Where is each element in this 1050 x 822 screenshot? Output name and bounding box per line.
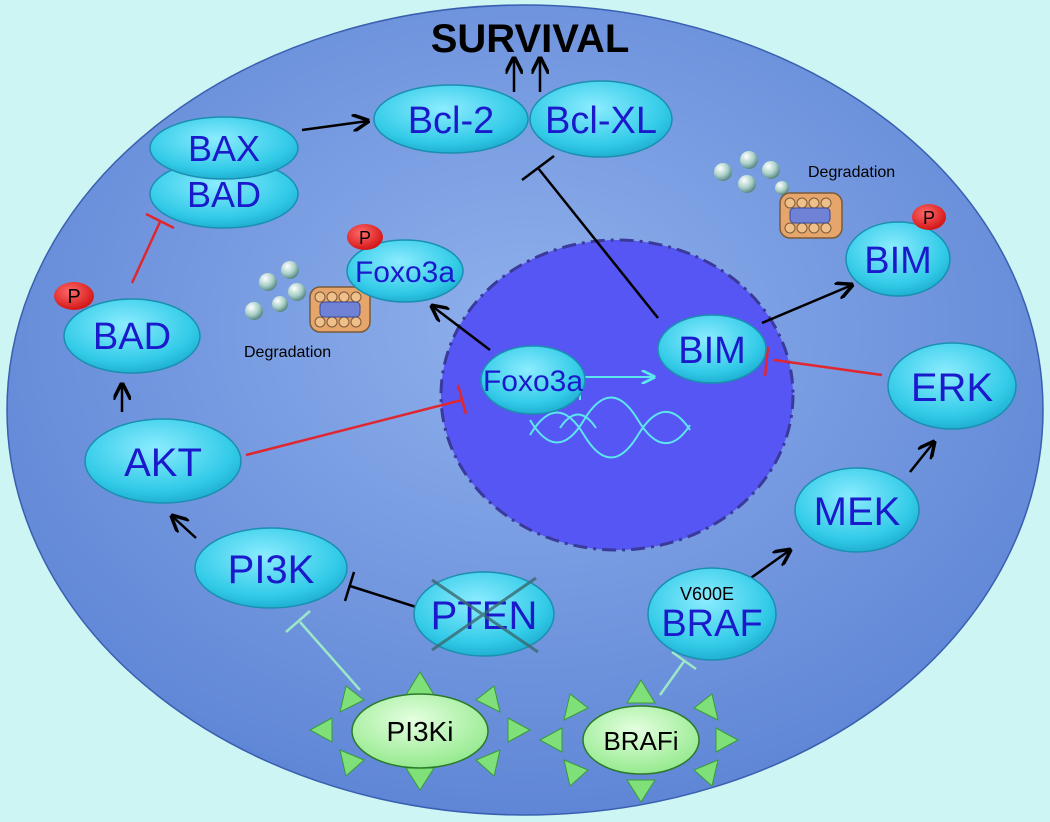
phospho-badge-bim: P	[912, 204, 946, 230]
svg-text:BIM: BIM	[864, 240, 932, 282]
phospho-badge-bad: P	[54, 282, 94, 310]
svg-text:ERK: ERK	[911, 366, 994, 410]
arrow-bim-bimp	[761, 285, 852, 325]
svg-text:P: P	[359, 228, 371, 248]
svg-text:AKT: AKT	[124, 441, 202, 485]
node-braf: V600E BRAF	[647, 567, 777, 661]
drug-pi3ki: PI3Ki	[308, 671, 532, 791]
arrow-bax-bcl2	[301, 121, 368, 130]
node-mek: MEK	[794, 467, 920, 553]
inhibit-pten-pi3k	[343, 571, 417, 609]
phospho-badge-foxo3a: P	[347, 224, 383, 250]
inhibit-pi3ki-pi3k	[285, 610, 361, 691]
svg-text:BRAF: BRAF	[661, 603, 762, 645]
braf-mutation-label: V600E	[680, 584, 734, 604]
arrow-foxo3a-foxo3ap	[432, 306, 491, 351]
pi3ki-label: PI3Ki	[387, 716, 454, 747]
drug-brafi: BRAFi	[538, 679, 740, 803]
svg-text:PI3K: PI3K	[228, 548, 315, 592]
degradation-label-left: Degradation	[244, 344, 331, 361]
proteasome-right-icon	[779, 192, 843, 239]
svg-text:MEK: MEK	[814, 490, 901, 534]
inhibit-bad-baxbad	[130, 212, 175, 284]
node-pi3k: PI3K	[194, 527, 348, 609]
node-bclxl: Bcl-XL	[529, 80, 673, 158]
svg-text:BIM: BIM	[678, 330, 746, 372]
arrow-braf-mek	[747, 550, 790, 582]
node-akt: AKT	[84, 418, 242, 504]
survival-title: SURVIVAL	[431, 17, 630, 61]
node-bim: BIM	[657, 314, 767, 384]
node-erk: ERK	[887, 342, 1017, 430]
proteasome-left-icon	[309, 286, 371, 333]
svg-text:Bcl-2: Bcl-2	[408, 100, 495, 142]
node-bim-p: BIM	[845, 221, 951, 297]
svg-text:P: P	[67, 286, 80, 308]
brafi-spikes-icon	[538, 679, 740, 803]
arrow-pi3k-akt	[172, 516, 197, 539]
arrow-mek-erk	[909, 442, 934, 473]
brafi-label: BRAFi	[603, 726, 678, 756]
svg-text:BAX: BAX	[188, 128, 260, 169]
dna-helix-icon	[529, 396, 691, 459]
pi3ki-spikes-icon	[308, 671, 532, 791]
node-bad-complex-label: BAD	[187, 174, 261, 215]
inhibit-erk-bim	[763, 346, 883, 377]
degradation-beads-right-icon	[714, 151, 789, 195]
node-foxo3a-p: Foxo3a	[346, 239, 464, 303]
node-bcl2: Bcl-2	[373, 84, 529, 154]
node-bad: BAD	[63, 298, 201, 374]
svg-text:P: P	[923, 208, 935, 228]
inhibit-brafi-braf	[658, 650, 697, 696]
inhibit-akt-foxo3a	[245, 384, 468, 457]
degradation-label-right: Degradation	[808, 164, 895, 181]
pten-cross-icon	[431, 576, 539, 654]
svg-text:Bcl-XL: Bcl-XL	[545, 100, 657, 142]
node-pten: PTEN	[413, 571, 555, 657]
node-bax: BAX	[149, 116, 299, 180]
svg-text:Foxo3a: Foxo3a	[355, 256, 455, 289]
degradation-beads-left-icon	[245, 261, 306, 320]
svg-text:Foxo3a: Foxo3a	[483, 365, 583, 398]
svg-text:BAD: BAD	[93, 316, 171, 358]
inhibit-bim-bclxl	[521, 155, 659, 319]
node-foxo3a: Foxo3a	[480, 345, 586, 415]
node-bad-complex: BAD	[149, 159, 299, 229]
